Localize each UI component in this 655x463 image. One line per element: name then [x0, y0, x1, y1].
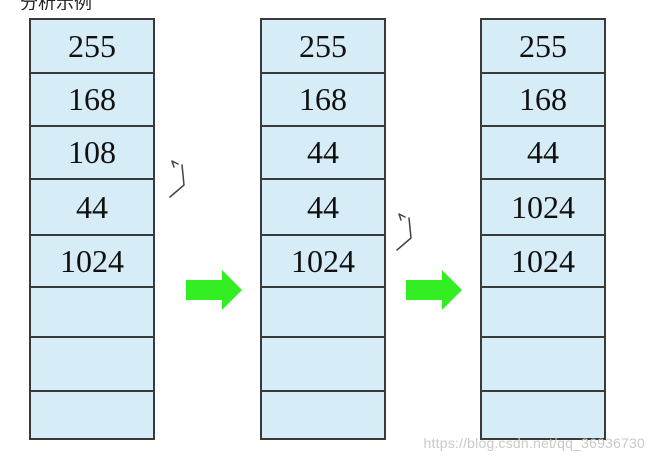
array-cell: 255: [68, 27, 116, 64]
array-cell: 44: [482, 125, 604, 178]
array-cell: 1024: [31, 234, 153, 286]
array-cell: 255: [519, 27, 567, 64]
move-up-arrow-icon: [396, 213, 412, 251]
array-cell: [482, 286, 604, 336]
array-cell: 1024: [482, 234, 604, 286]
array-cell: 1024: [482, 178, 604, 234]
array-cell: [262, 390, 384, 440]
array-cell: 108: [31, 125, 153, 178]
array-cell: [31, 390, 153, 440]
green-right-arrow-icon: [406, 270, 462, 310]
array-cell: 168: [262, 72, 384, 125]
array-cell: [482, 390, 604, 440]
array-cell: 44: [262, 125, 384, 178]
watermark: https://blog.csdn.net/qq_36936730: [423, 435, 645, 451]
array-cell: 1024: [262, 234, 384, 286]
array-cell: 168: [482, 72, 604, 125]
array-cell: [31, 286, 153, 336]
cropped-top-text: 分析示例: [20, 0, 92, 10]
array-step: 255 168 44 44 1024: [260, 18, 386, 440]
array-before: 255 168 108 44 1024: [29, 18, 155, 440]
array-cell: 168: [31, 72, 153, 125]
array-cell: [482, 336, 604, 390]
array-cell: [262, 286, 384, 336]
move-up-arrow-icon: [169, 160, 185, 198]
array-cell: 255: [299, 27, 347, 64]
array-cell: 44: [262, 178, 384, 234]
array-after: 255 168 44 1024 1024: [480, 18, 606, 440]
array-cell: [262, 336, 384, 390]
array-cell: [31, 336, 153, 390]
green-right-arrow-icon: [186, 270, 242, 310]
array-cell: 44: [31, 178, 153, 234]
